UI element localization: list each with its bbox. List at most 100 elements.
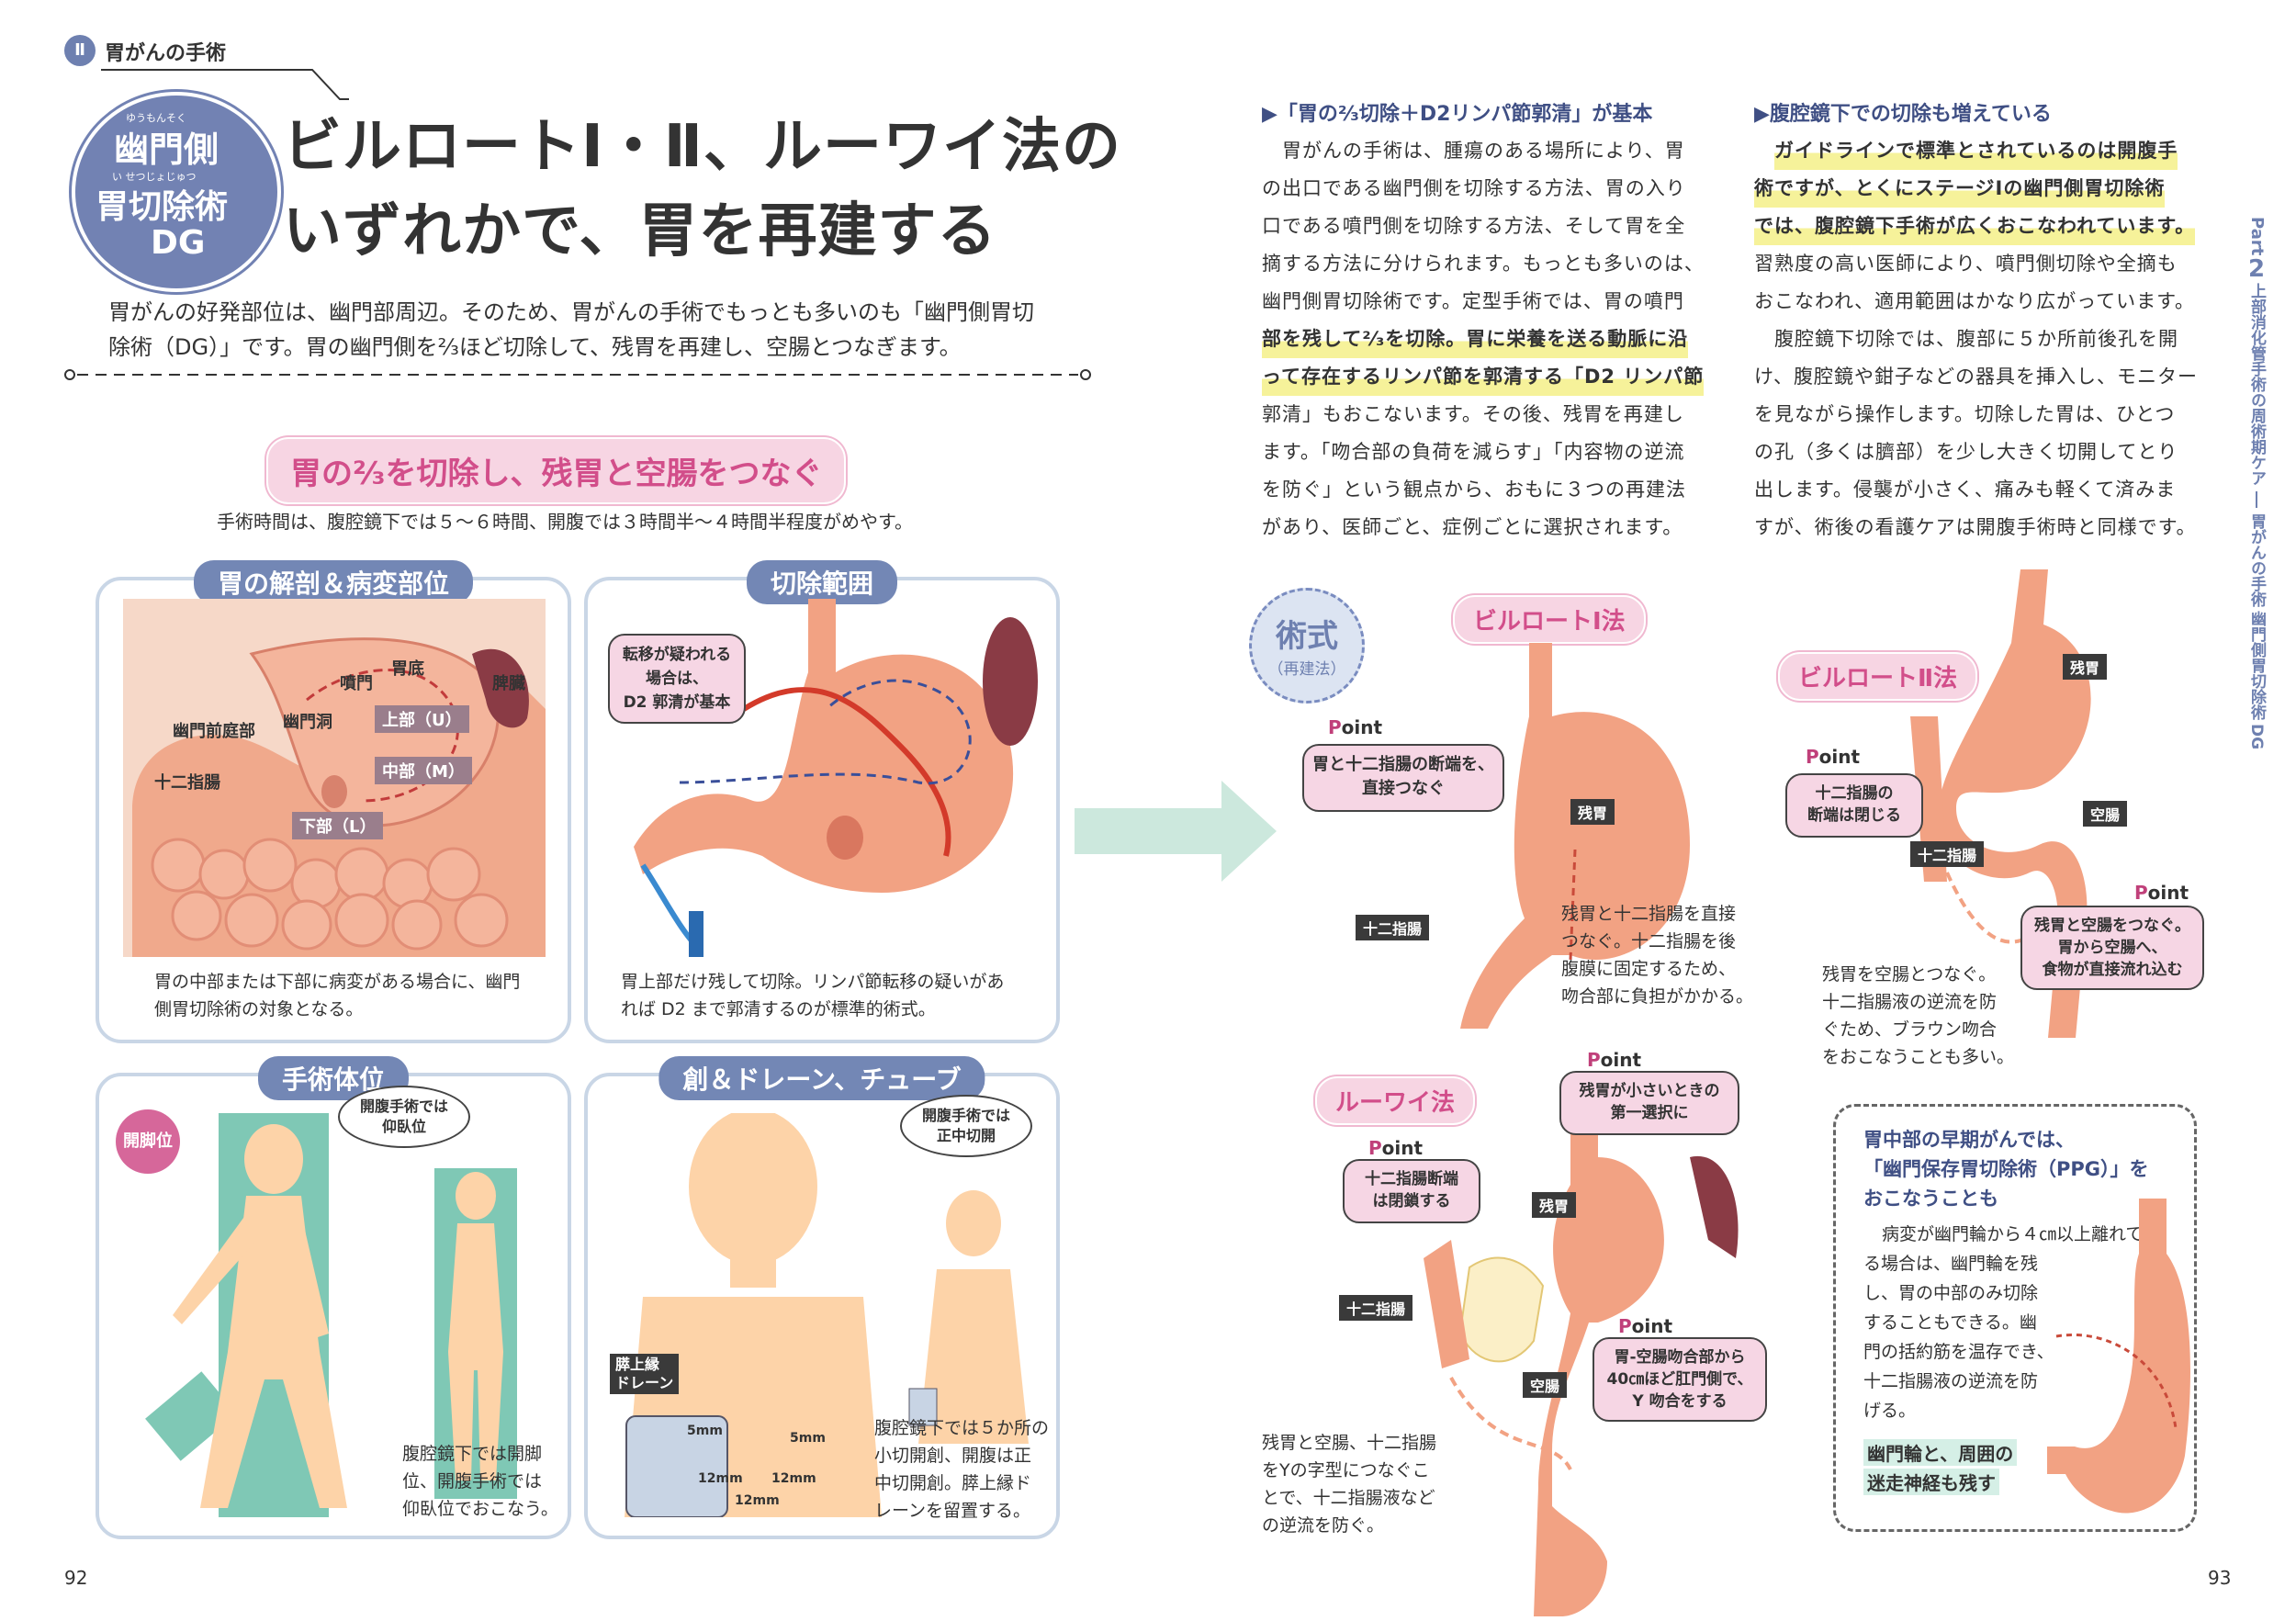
ry-bubble-2: 十二指腸断端 は閉鎖する [1343,1159,1480,1223]
ppg-title-3: おこなうことも [1863,1188,1998,1210]
page-number-left: 92 [64,1567,88,1589]
wound-bubble-line-1: 開腹手術では [921,1107,1010,1124]
ry-point-1: Point [1587,1049,1642,1071]
resection-caption-1: 胃上部だけ残して切除。リンパ節転移の疑いがあ [621,972,1005,992]
port-5: 12mm [735,1493,780,1508]
ry-tag-stomach: 残胃 [1532,1192,1577,1218]
b1-caption-4: 吻合部に負担がかかる。 [1561,986,1754,1007]
col2-line-10: 出します。侵襲が小さく、痛みも軽くて済みま [1754,478,2177,501]
resection-illustration [634,599,1038,957]
b2-caption-4: をおこなうことも多い。 [1822,1047,2015,1067]
lead-divider [64,369,1091,380]
badge-line-1: 幽門側 [114,129,219,170]
wound-caption-1: 腹腔鏡下では５か所の [874,1418,1050,1438]
col2-heading: ▶腹腔鏡下での切除も増えている [1754,103,2052,126]
col1-line-8: 郭清」もおこないます。その後、残胃を再建し [1262,403,1684,425]
ry-caption-3: とで、十二指腸液など [1262,1488,1435,1508]
drain-tag-line-2: ドレーン [615,1374,674,1391]
ppg-title-1: 胃中部の早期がんでは、 [1863,1129,2075,1151]
panel-anatomy: 胃の解剖＆病変部位 噴門 胃底 脾臓 上部（U） 幽門洞 幽門前庭部 十二指腸 … [96,560,571,1043]
b1-bubble: 胃と十二指腸の断端を、 直接つなぐ [1302,744,1504,812]
b1-caption-2: つなぐ。十二指腸を後 [1561,931,1737,951]
label-cardia: 噴門 [340,674,373,693]
lead-line-1: 胃がんの好発部位は、幽門部周辺。そのため、胃がんの手術でもっとも多いのも「幽門側… [108,299,1034,325]
wound-caption-3: 中切開創。膵上縁ド [874,1473,1032,1493]
col2-line-6: 腹腔鏡下切除では、腹部に５か所前後孔を開 [1774,328,2178,350]
ry-point-2: Point [1368,1137,1424,1159]
side-tab-part: Part [2247,217,2267,256]
col1-line-10: を防ぐ」という観点から、おもに３つの再建法 [1262,478,1686,501]
col2-line-2: 術ですが、とくにステージⅠの幽門側胃切除術 [1754,170,2166,208]
label-upper: 上部（U） [375,705,469,733]
col1-line-9: ます。「吻合部の負荷を減らす」「内容物の逆流 [1262,441,1685,463]
ppg-illustration [2047,1199,2190,1514]
anatomy-caption-2: 側胃切除術の対象となる。 [154,999,364,1019]
header-underline [101,69,349,100]
col2-line-11: すが、術後の看護ケアは開腹手術時と同様です。 [1754,516,2197,538]
ppg-line-7: げる。 [1863,1401,1917,1421]
badge-ruby-1: ゆうもんそく [126,112,186,124]
drain-tag: 膵上縁 ドレーン [610,1354,680,1394]
side-tab-text-4: DG [2247,724,2266,750]
side-tab-num: 2 [2247,255,2266,284]
col2-line-3: では、腹腔鏡下手術が広くおこなわれています。 [1754,208,2196,245]
ppg-line-4: することもできる。幽 [1863,1312,2037,1333]
section-header: Ⅱ 胃がんの手術 [64,33,349,100]
main-title-line-1: ビルロートⅠ・Ⅱ、ルーワイ法の [283,113,1121,181]
ry-bubble-3-line-1: 胃-空腸吻合部から [1614,1348,1746,1367]
main-title-line-2: いずれかで、胃を再建する [283,197,997,265]
col1-line-6: 部を残して²⁄₃を切除。胃に栄養を送る動脈に沿 [1262,321,1689,358]
port-1: 5mm [687,1424,723,1438]
ppg-line-1: 病変が幽門輪から４㎝以上離れてい [1882,1224,2161,1244]
resection-bubble-line-3: D2 郭清が基本 [623,693,731,712]
badge-line-2: 胃切除術 [96,188,229,226]
position-badge: 開脚位 [116,1109,180,1174]
position-illustration [145,1113,517,1517]
resection-bubble-line-1: 転移が疑われる [622,646,732,664]
ry-bubble-2-line-1: 十二指腸断端 [1365,1170,1458,1188]
col1-line-2: の出口である幽門側を切除する方法、胃の入り [1262,177,1686,199]
ry-caption-1: 残胃と空腸、十二指腸 [1262,1433,1437,1453]
b2-bubble-1-line-1: 十二指腸の [1815,784,1894,803]
methods-badge-line-2: （再建法） [1267,660,1346,679]
b2-point-2: Point [2134,882,2189,904]
wound-caption-4: レーンを留置する。 [874,1501,1031,1521]
panel-resection-title: 切除範囲 [746,560,898,604]
badge-ruby-2: い せつじょじゅつ [112,171,197,183]
side-tab-text-2: 胃がんの手術 [2247,513,2266,608]
b2-caption-3: ぐため、ブラウン吻合 [1822,1019,1998,1040]
ry-bubble-3-line-2: 40㎝ほど肛門側で、 [1606,1370,1753,1389]
label-duodenum: 十二指腸 [154,773,220,793]
wound-bubble: 開腹手術では 正中切開 [900,1095,1032,1157]
b1-caption-3: 腹膜に固定するため、 [1561,959,1737,979]
label-middle: 中部（M） [375,757,472,784]
position-caption-3: 仰臥位でおこなう。 [402,1499,558,1519]
b1-tag-stomach: 残胃 [1570,799,1615,825]
b2-bubble-1: 十二指腸の 断端は閉じる [1785,773,1923,838]
label-lower: 下部（L） [292,812,384,839]
panel-resection: 切除範囲 転移が疑われる 場合は、 D2 郭清が基本 胃上部だけ残して切除。リン… [584,560,1060,1043]
b2-bubble-2-line-3: 食物が直接流れ込む [2042,961,2183,979]
b2-bubble-2-line-1: 残胃と空腸をつなぐ。 [2034,917,2190,935]
b2-point-1: Point [1806,746,1861,768]
b1-bubble-line-1: 胃と十二指腸の断端を、 [1312,755,1494,774]
side-tab-text-3: 幽門側胃切除術 [2247,611,2266,721]
b2-bubble-2: 残胃と空腸をつなぐ。 胃から空腸へ、 食物が直接流れ込む [2020,906,2204,990]
b1-tag-duodenum: 十二指腸 [1356,915,1430,940]
transition-arrow [1075,781,1277,882]
b2-label: ビルロートⅡ法 [1778,652,1978,701]
ppg-line-6: 十二指腸液の逆流を防 [1863,1371,2039,1391]
ppg-highlight-2: 迷走神経も残す [1863,1469,1999,1495]
banner-title: 胃の²⁄₃を切除し、残胃と空腸をつなぐ [266,437,847,504]
ry-bubble-2-line-2: は閉鎖する [1372,1192,1451,1210]
ppg-line-2: る場合は、幽門輪を残 [1863,1254,2039,1274]
b1-caption-1: 残胃と十二指腸を直接 [1561,904,1737,924]
b2-tag-jejunum: 空腸 [2083,801,2128,827]
ppg-box: 胃中部の早期がんでは、 「幽門保存胃切除術（PPG）」を おこなうことも 病変が… [1833,1104,2197,1532]
ry-bubble-1-line-1: 残胃が小さいときの [1579,1082,1720,1100]
b2-bubble-2-line-2: 胃から空腸へ、 [2057,939,2167,957]
b1-bubble-line-2: 直接つなぐ [1362,779,1445,798]
resection-bubble-line-2: 場合は、 [646,670,708,688]
label-antrum: 幽門洞 [283,713,332,732]
col1-line-4: 摘する方法に分けられます。もっとも多いのは、 [1262,253,1705,275]
